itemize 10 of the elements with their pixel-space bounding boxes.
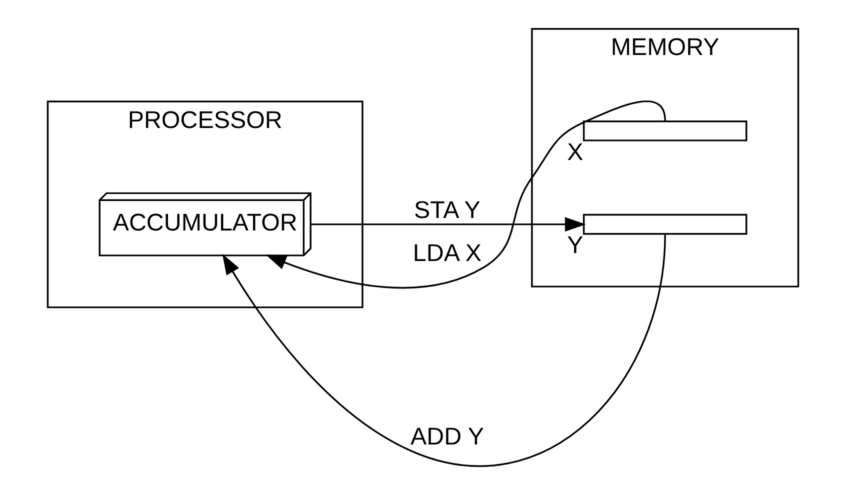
edge-label: ADD Y xyxy=(410,423,484,450)
arrow xyxy=(265,100,666,289)
arrow xyxy=(311,217,586,232)
arrow xyxy=(222,234,666,467)
node-bar xyxy=(582,120,748,142)
node-label: Y xyxy=(567,232,584,260)
node-label: X xyxy=(567,138,584,166)
node-bar xyxy=(582,214,748,235)
edge-label: STA Y xyxy=(414,196,480,224)
edge-label: LDA X xyxy=(412,240,482,267)
